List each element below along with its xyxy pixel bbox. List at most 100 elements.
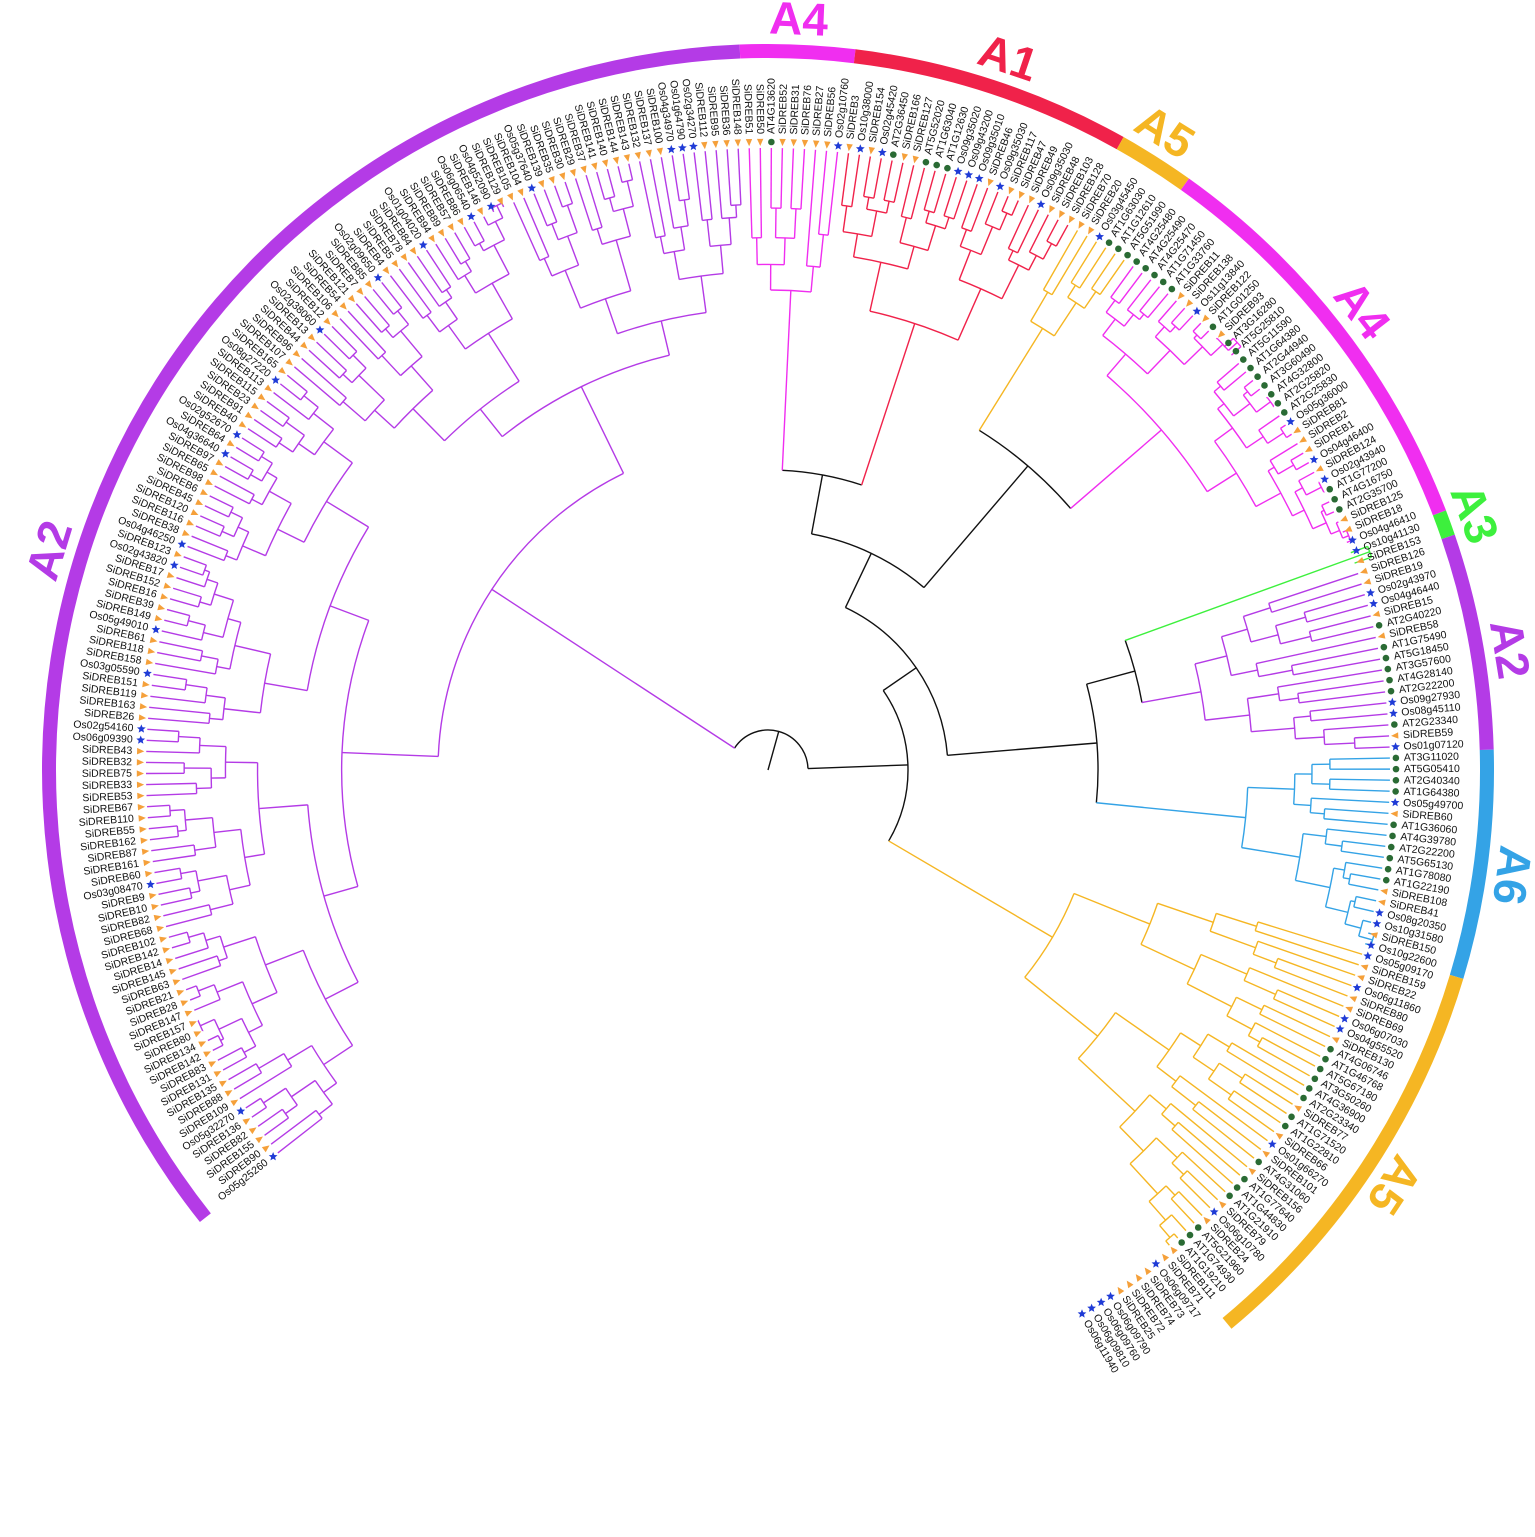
clade-ring-a1-2 [853,49,1124,150]
os-star-marker-265 [1151,1259,1161,1268]
os-star-marker-157 [1095,232,1105,241]
os-star-marker-41 [136,724,146,733]
branch-516 [1192,330,1202,340]
branch-226 [313,412,334,430]
branch-498 [1126,309,1140,321]
branch-637 [1324,742,1355,746]
branch-492 [1105,311,1125,327]
leaf-label-33: SiDREB110 [78,813,134,829]
branch-656 [1309,798,1312,813]
branch-221 [253,418,283,440]
si-triangle-marker-105 [538,179,544,188]
os-star-marker-238 [1335,1024,1345,1033]
branch-262 [392,323,409,339]
si-triangle-marker-92 [409,246,417,255]
branch-759 [1077,1058,1136,1112]
at-circle-marker-210 [1391,721,1398,728]
branch-309 [617,311,707,335]
branch-172 [203,571,211,588]
branch-460 [1007,204,1030,249]
branch-333 [585,174,603,228]
os-star-marker-93 [418,240,428,249]
branch-595 [1220,636,1232,676]
branch-85 [197,874,227,882]
branch-504 [1147,349,1171,375]
si-triangle-marker-131 [824,141,831,149]
clade-ring-a5-8 [1222,974,1464,1329]
branch-752 [1156,1066,1177,1082]
branch-583 [1346,540,1351,544]
branch-716 [1272,989,1279,1000]
si-triangle-marker-80 [307,333,316,341]
branch-764 [1161,1113,1176,1127]
branch-531 [1213,391,1235,417]
branch-132 [264,682,308,692]
branch-71 [188,932,204,938]
branch-200 [251,498,263,506]
os-star-marker-67 [221,449,230,458]
si-triangle-marker-166 [1177,291,1185,300]
branch-253 [323,333,350,360]
os-star-marker-98 [466,211,476,221]
branch-167 [199,601,211,606]
branch-741 [1226,1050,1299,1096]
si-triangle-marker-99 [476,207,483,215]
si-triangle-marker-263 [1170,1246,1178,1255]
at-circle-marker-256 [1226,1192,1233,1200]
branch-365 [728,217,732,245]
branch-732 [1024,976,1099,1037]
branch-285 [425,249,452,288]
at-circle-marker-170 [1209,323,1217,331]
branch-486 [1099,259,1125,295]
branch-452 [999,212,1008,231]
branch-529 [1217,408,1248,449]
si-triangle-marker-17 [176,990,185,996]
branch-483 [1083,291,1097,309]
branch-546 [1246,436,1264,449]
branch-266 [364,296,390,327]
os-star-marker-208 [1387,697,1397,707]
branch-273 [447,325,466,350]
branch-180 [277,528,305,543]
si-triangle-marker-109 [580,165,587,174]
leaf-label-216: AT1G64380 [1403,786,1459,800]
branch-340 [626,180,634,207]
branch-696 [1140,903,1159,945]
si-triangle-marker-49 [149,636,158,644]
si-triangle-marker-186 [1315,465,1324,472]
at-circle-marker-244 [1305,1085,1313,1092]
branch-386 [748,148,753,238]
si-triangle-marker-106 [548,175,555,184]
at-circle-marker-189 [1331,495,1338,503]
at-circle-marker-176 [1254,373,1261,380]
branch-727 [1255,1022,1321,1057]
branch-283 [441,286,452,294]
os-star-marker-147 [995,181,1005,191]
branch-761 [1149,1094,1167,1110]
branch-136 [209,717,223,721]
branch-729 [1256,1037,1263,1047]
at-circle-marker-260 [1194,1224,1202,1231]
branch-91 [180,870,197,875]
branch-406 [869,310,959,341]
si-triangle-marker-195 [1356,557,1365,564]
at-circle-marker-141 [933,161,940,169]
branch-128 [146,739,179,743]
at-circle-marker-163 [1151,271,1158,279]
si-triangle-marker-52 [157,604,166,611]
si-triangle-marker-3 [248,1127,257,1135]
si-triangle-marker-65 [210,468,219,476]
branch-618 [1293,658,1381,676]
os-star-marker-88 [373,273,383,282]
branch-402 [818,233,829,236]
branch-462 [1028,255,1037,271]
branch-632 [1309,702,1387,712]
branch-16 [277,1117,323,1154]
branch-704 [1252,941,1259,955]
branch-95 [213,828,241,834]
branch-398 [810,266,815,292]
branch-1 [733,729,809,769]
leaf-label-209: Os08g45110 [1401,701,1461,718]
branch-478 [1067,296,1085,309]
